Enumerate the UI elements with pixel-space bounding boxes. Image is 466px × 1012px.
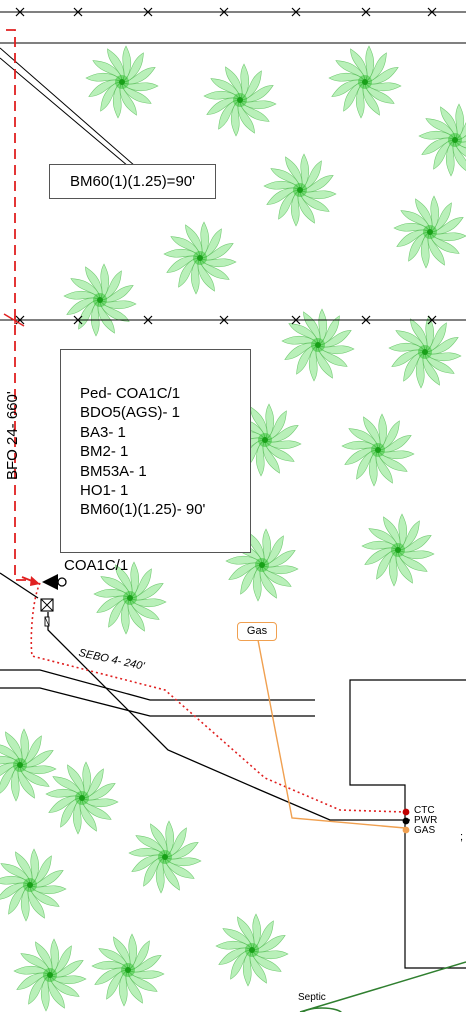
tree-symbol — [393, 195, 466, 269]
leader-line — [0, 57, 129, 167]
tree-symbol — [0, 728, 57, 802]
gas-dot — [402, 826, 410, 834]
gas-tag: Gas — [237, 622, 277, 641]
coa-label: COA1C/1 — [64, 557, 129, 574]
bm-callout-box: BM60(1)(1.25)=90' — [49, 164, 216, 199]
coa-triangle-icon — [42, 574, 67, 590]
tree-symbol — [328, 45, 402, 119]
pedestal-box-icon — [40, 598, 54, 627]
tree-symbol — [128, 820, 202, 894]
tree-symbol — [91, 933, 165, 1007]
tree-symbol — [0, 848, 67, 922]
septic-tank — [302, 1007, 342, 1012]
tree-symbol — [85, 45, 159, 119]
tree-symbol — [341, 413, 415, 487]
tree-symbol — [13, 938, 87, 1012]
bfo-cable-line — [6, 29, 30, 581]
septic-line — [299, 961, 466, 1012]
bm-callout-text: BM60(1)(1.25)=90' — [69, 173, 195, 190]
ped-line: HO1- 1 — [80, 482, 129, 500]
pwr-label: PWR — [414, 815, 438, 826]
bfo-label: BFO 24- 660' — [4, 391, 21, 480]
pwr-dot — [402, 817, 410, 825]
tree-symbol — [361, 513, 435, 587]
tree-symbol — [45, 761, 119, 835]
septic-label: Septic — [298, 992, 326, 1003]
power-line — [0, 572, 410, 821]
road-edge — [0, 669, 315, 701]
ped-line: BM60(1)(1.25)- 90' — [80, 501, 206, 519]
tree-symbol — [263, 153, 337, 227]
gas-service-label: GAS — [414, 825, 436, 836]
ped-line: BA3- 1 — [80, 423, 126, 441]
ped-line: BM53A- 1 — [80, 462, 147, 480]
ctc-dot — [402, 808, 410, 816]
fence-markers-top — [0, 7, 466, 17]
ped-line: Ped- COA1C/1 — [80, 385, 181, 402]
sebo-cable-line — [30, 582, 406, 813]
pedestal-callout-box: Ped- COA1C/1 BDO5(AGS)- 1 BA3- 1 BM2- 1 … — [60, 349, 251, 553]
tree-symbol — [163, 221, 237, 295]
tree-symbol — [203, 63, 277, 137]
ctc-label: CTC — [414, 805, 435, 816]
svg-text:;: ; — [460, 831, 463, 843]
ped-line: BM2- 1 — [80, 443, 129, 461]
building-outline — [349, 679, 466, 969]
gas-line — [257, 639, 406, 829]
red-arrow-icon — [21, 576, 40, 586]
tree-symbol — [388, 315, 462, 389]
ped-line: BDO5(AGS)- 1 — [80, 404, 181, 422]
tree-symbol — [63, 263, 137, 337]
leader-line — [0, 47, 136, 167]
road-edge — [0, 687, 315, 717]
tree-symbol — [215, 913, 289, 987]
tree-symbol — [418, 103, 466, 177]
